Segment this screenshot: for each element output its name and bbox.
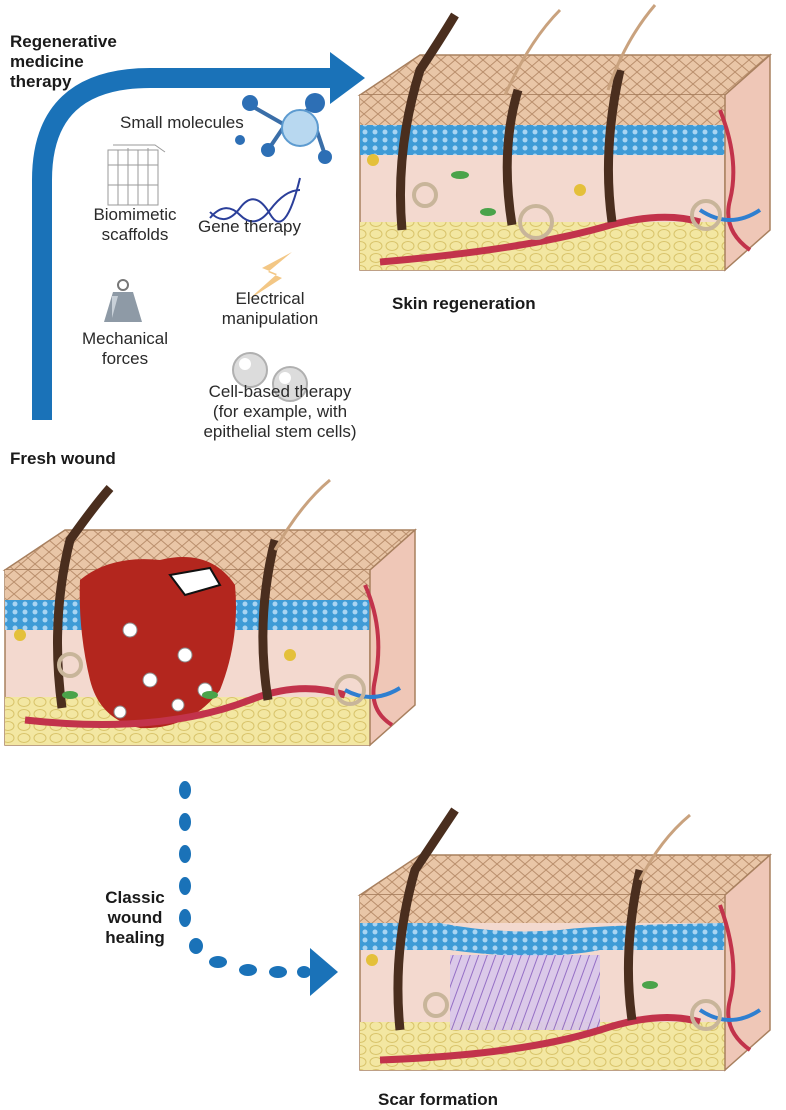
dna-icon	[209, 177, 301, 223]
regenerative-therapy-arrow	[31, 52, 365, 420]
weight-icon	[104, 279, 142, 322]
scar-formation-label: Scar formation	[378, 1090, 498, 1109]
mechanical-forces-label: Mechanical forces	[82, 329, 168, 368]
skin-block-scar-formation	[357, 807, 772, 1072]
molecule-icon	[235, 93, 332, 164]
gene-therapy-label: Gene therapy	[198, 217, 302, 236]
cell-based-therapy-label: Cell-based therapy (for example, with ep…	[203, 382, 357, 441]
regen-therapy-label: Regenerative medicine therapy	[10, 32, 117, 91]
electrical-manipulation-label: Electrical manipulation	[221, 289, 319, 328]
skin-regeneration-label: Skin regeneration	[392, 294, 536, 313]
classic-healing-arrow	[179, 781, 338, 996]
small-molecules-label: Small molecules	[120, 113, 244, 132]
classic-healing-label: Classic wound healing	[105, 888, 165, 947]
scaffold-icon	[107, 144, 166, 206]
skin-block-regeneration	[357, 4, 772, 272]
stem-cells-icon	[232, 352, 308, 402]
skin-block-fresh-wound	[2, 478, 417, 747]
biomimetic-scaffolds-label: Biomimetic scaffolds	[93, 205, 177, 244]
fresh-wound-label: Fresh wound	[10, 449, 116, 468]
